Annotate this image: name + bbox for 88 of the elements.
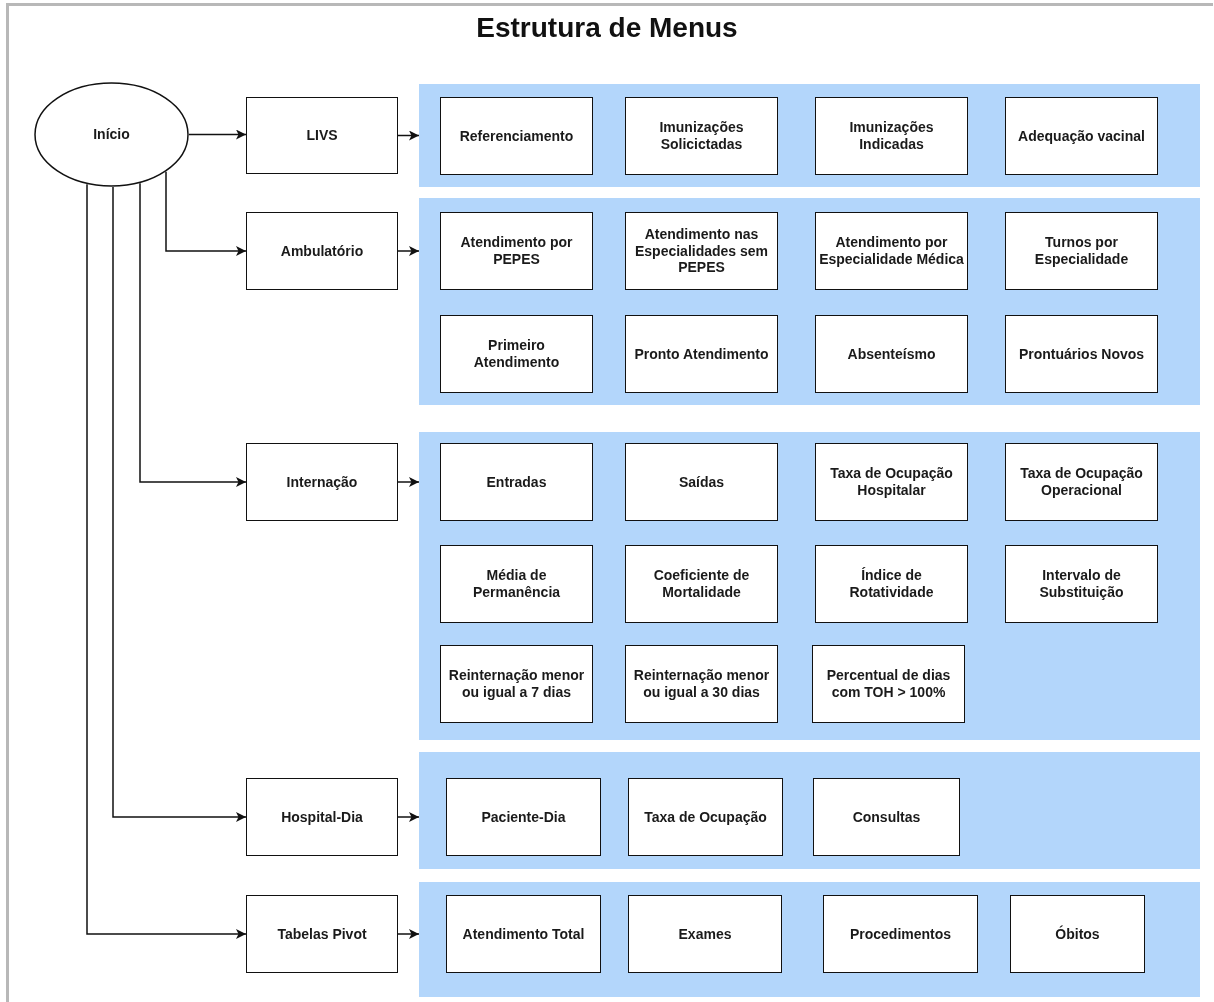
node-label: Paciente-Dia xyxy=(480,808,567,826)
node-label: Taxa de Ocupação Hospitalar xyxy=(829,465,954,499)
node-label: Procedimentos xyxy=(848,925,953,943)
arrow xyxy=(397,812,420,822)
node-label: Taxa de Ocupação Operacional xyxy=(1019,465,1144,499)
submenu-box xyxy=(813,778,960,856)
submenu-box xyxy=(812,645,965,723)
submenu-box xyxy=(1005,212,1158,290)
arrow xyxy=(165,171,247,256)
node-label: Atendimento por PEPES xyxy=(459,234,574,268)
arrow xyxy=(397,929,420,939)
submenu-box xyxy=(440,645,593,723)
diagram-title: Estrutura de Menus xyxy=(475,12,739,44)
node-label: Início xyxy=(92,126,131,143)
group-band xyxy=(419,432,1200,740)
node-label: Referenciamento xyxy=(458,127,575,145)
node-label: Média de Permanência xyxy=(471,567,562,601)
submenu-box xyxy=(625,645,778,723)
node-label: Ambulatório xyxy=(279,242,365,260)
node-label: Imunizações Solicictadas xyxy=(658,119,745,153)
node-label: Atendimento por Especialidade Médica xyxy=(818,234,965,268)
node-label: Adequação vacinal xyxy=(1017,127,1146,145)
submenu-box xyxy=(440,315,593,393)
menu-box xyxy=(246,97,398,174)
group-band xyxy=(419,84,1200,187)
node-label: Exames xyxy=(677,925,733,943)
submenu-box xyxy=(440,212,593,290)
submenu-box xyxy=(625,212,778,290)
node-label: Saídas xyxy=(677,473,726,491)
submenu-box xyxy=(1005,545,1158,623)
node-label: Óbitos xyxy=(1054,925,1101,943)
submenu-box xyxy=(823,895,978,973)
node-label: Índice de Rotatividade xyxy=(848,567,935,601)
submenu-box xyxy=(815,97,968,175)
arrow xyxy=(112,186,247,822)
menu-box xyxy=(246,212,398,290)
group-band xyxy=(419,752,1200,869)
node-label: Reinternação menor ou igual a 30 dias xyxy=(632,667,771,701)
submenu-box xyxy=(815,212,968,290)
menu-box xyxy=(246,778,398,856)
arrow xyxy=(188,129,247,140)
group-band xyxy=(419,198,1200,405)
node-label: Pronto Atendimento xyxy=(633,345,770,363)
submenu-box xyxy=(815,545,968,623)
node-label: Internação xyxy=(285,473,359,491)
submenu-box xyxy=(1005,97,1158,175)
arrow xyxy=(397,130,420,141)
node-label: Reinternação menor ou igual a 7 dias xyxy=(447,667,586,701)
arrow xyxy=(86,183,247,939)
submenu-box xyxy=(815,443,968,521)
group-band xyxy=(419,882,1200,997)
submenu-box xyxy=(625,97,778,175)
submenu-box xyxy=(440,545,593,623)
submenu-box xyxy=(628,895,782,973)
node-label: Entradas xyxy=(485,473,548,491)
start-ellipse xyxy=(34,82,189,187)
node-label: Primeiro Atendimento xyxy=(472,337,561,371)
submenu-box xyxy=(815,315,968,393)
node-label: Absenteísmo xyxy=(846,345,937,363)
submenu-box xyxy=(628,778,783,856)
node-label: Hospital-Dia xyxy=(280,808,364,826)
node-label: Atendimento nas Especialidades sem PEPES xyxy=(633,225,770,277)
node-label: Coeficiente de Mortalidade xyxy=(652,567,751,601)
menu-box xyxy=(246,443,398,521)
submenu-box xyxy=(440,443,593,521)
node-label: Turnos por Especialidade xyxy=(1033,234,1130,268)
arrow xyxy=(139,182,247,487)
submenu-box xyxy=(1010,895,1145,973)
node-label: Atendimento Total xyxy=(461,925,586,943)
submenu-box xyxy=(1005,443,1158,521)
submenu-box xyxy=(625,315,778,393)
arrow xyxy=(397,477,420,487)
node-label: Taxa de Ocupação xyxy=(643,808,768,826)
submenu-box xyxy=(446,895,601,973)
node-label: Consultas xyxy=(851,808,922,826)
node-label: Imunizações Indicadas xyxy=(848,119,935,153)
node-label: Prontuários Novos xyxy=(1017,345,1146,363)
node-label: LIVS xyxy=(305,127,339,144)
node-label: Tabelas Pivot xyxy=(276,925,368,943)
node-label: Percentual de dias com TOH > 100% xyxy=(825,667,952,701)
submenu-box xyxy=(625,443,778,521)
node-label: Intervalo de Substituição xyxy=(1038,567,1125,601)
arrow xyxy=(397,246,420,256)
submenu-box xyxy=(446,778,601,856)
submenu-box xyxy=(1005,315,1158,393)
submenu-box xyxy=(440,97,593,175)
submenu-box xyxy=(625,545,778,623)
menu-box xyxy=(246,895,398,973)
